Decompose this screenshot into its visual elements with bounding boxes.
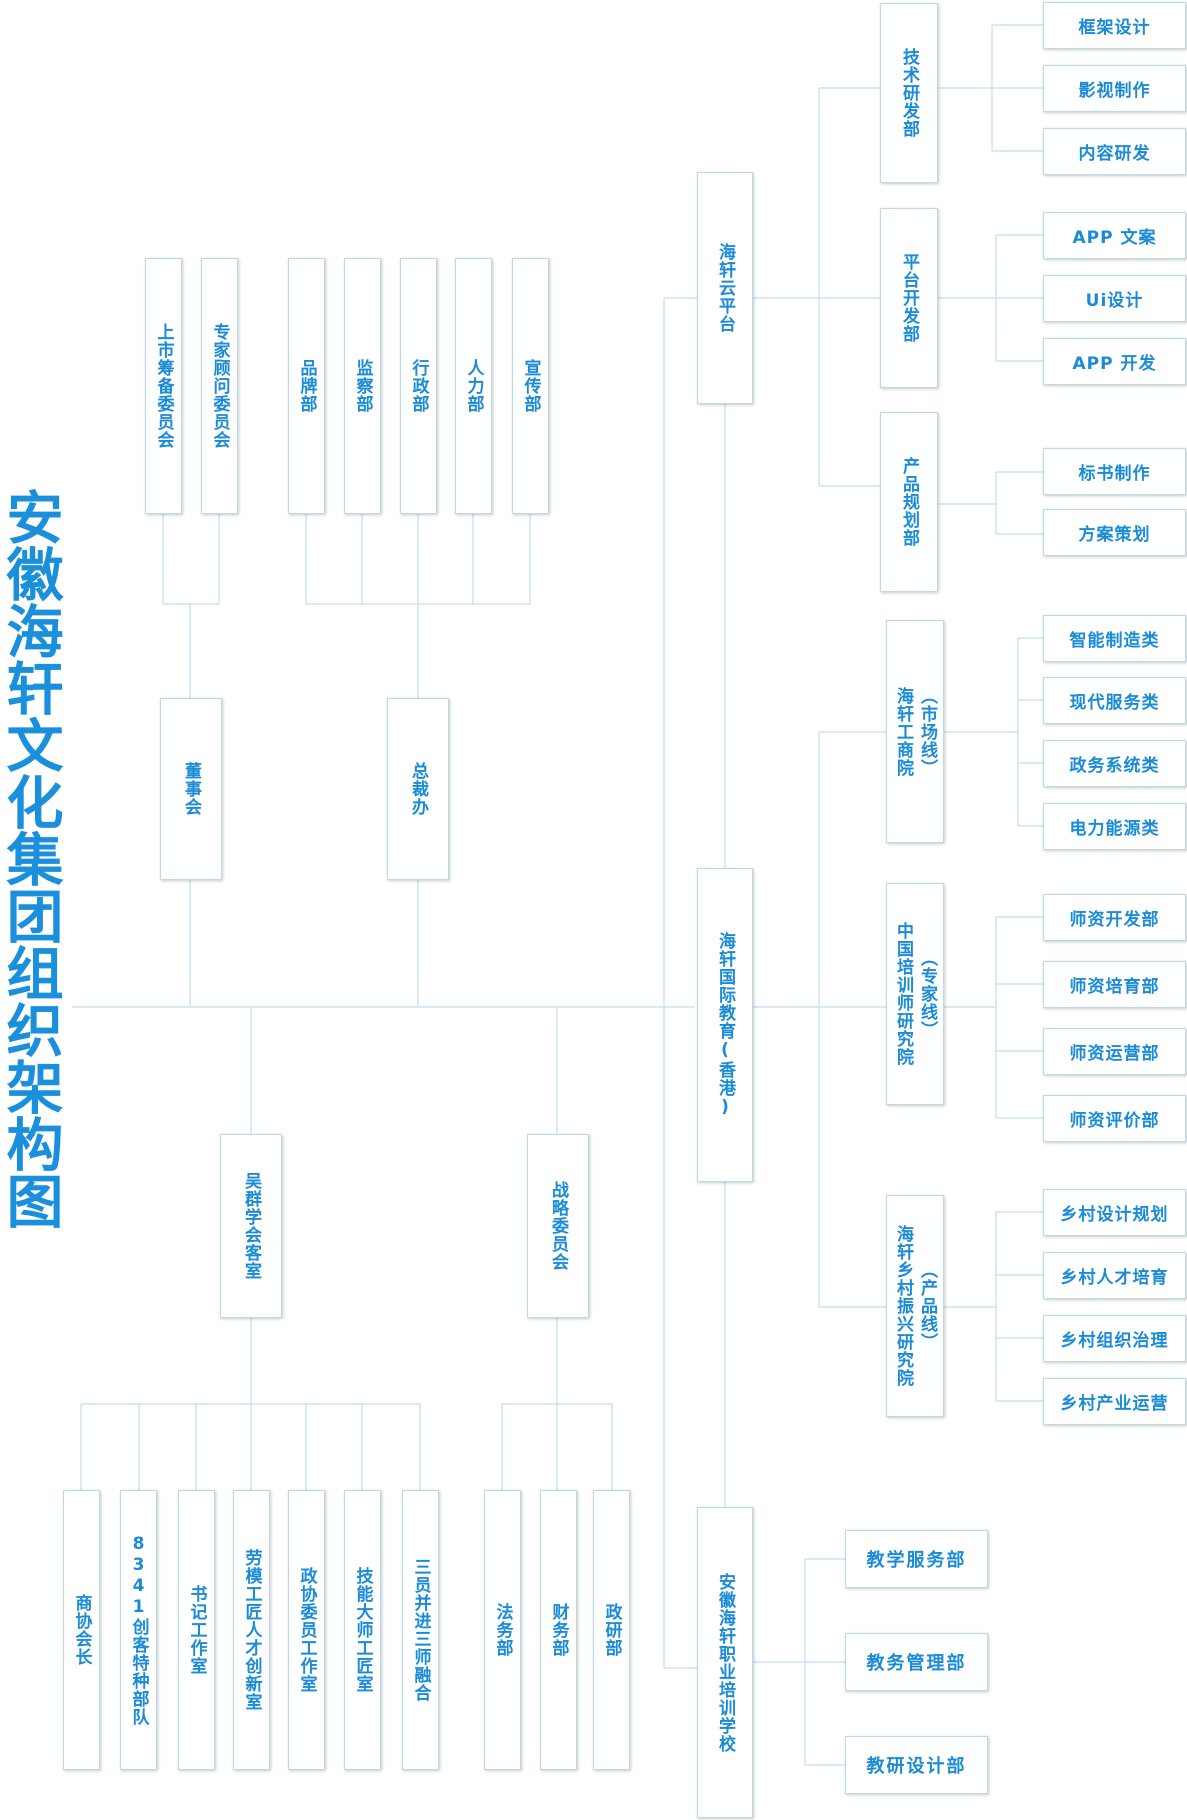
org-box-teaching-research: 教研设计部 [845,1736,988,1794]
org-box-rural-institute: 海轩乡村振兴研究院 （产品线） [886,1195,944,1417]
org-box-teaching-service: 教学服务部 [845,1530,988,1588]
org-box-video-production: 影视制作 [1043,65,1186,112]
org-box-content-rd: 内容研发 [1043,128,1186,175]
org-box-teacher-operations: 师资运营部 [1043,1028,1186,1075]
institute-line: （市场线） [917,686,937,777]
org-box-academic-affairs: 教务管理部 [845,1633,988,1691]
org-box-bid-writing: 标书制作 [1043,448,1186,495]
org-box-teacher-cultivation: 师资培育部 [1043,961,1186,1008]
org-box-government-systems: 政务系统类 [1043,740,1186,787]
org-box-program-planning: 方案策划 [1043,509,1186,556]
org-box-smart-manufacturing: 智能制造类 [1043,615,1186,662]
org-box-tech-rd-dept: 技术研发部 [880,3,938,183]
institute-line: （专家线） [917,949,937,1039]
institute-line: （产品线） [917,1261,937,1351]
org-box-rural-planning: 乡村设计规划 [1043,1189,1186,1236]
org-box-teacher-evaluation: 师资评价部 [1043,1095,1186,1142]
org-box-publicity-dept: 宣传部 [512,258,549,514]
org-box-product-planning-dept: 产品规划部 [880,412,938,592]
org-box-8341-team: 8341创客特种部队 [120,1490,157,1770]
org-box-app-development: APP 开发 [1043,338,1186,385]
org-box-brand-dept: 品牌部 [288,258,325,514]
org-box-cppcc-studio: 政协委员工作室 [288,1490,325,1770]
org-box-legal-dept: 法务部 [484,1490,521,1770]
org-box-wu-qun-room: 吴群学会客室 [220,1134,282,1318]
org-box-intl-education: 海轩国际教育(香港) [697,868,753,1182]
org-box-rural-industry: 乡村产业运营 [1043,1378,1186,1425]
org-box-three-members: 三员并进三师融合 [402,1490,439,1770]
org-box-admin-dept: 行政部 [400,258,437,514]
org-box-skill-master-room: 技能大师工匠室 [344,1490,381,1770]
org-box-expert-committee: 专家顾问委员会 [201,258,238,514]
org-box-strategy-committee: 战略委员会 [527,1134,589,1318]
org-box-finance-dept: 财务部 [540,1490,577,1770]
org-box-president-office: 总裁办 [387,698,449,880]
org-chart-title: 安徽海轩文化集团组织架构图 [0,488,63,1229]
org-box-platform-dev-dept: 平台开发部 [880,208,938,388]
institute-name: 海轩乡村振兴研究院 [893,1225,913,1387]
org-box-power-energy: 电力能源类 [1043,803,1186,850]
org-box-board: 董事会 [160,698,222,880]
org-box-cloud-platform: 海轩云平台 [697,172,753,404]
org-box-business-institute: 海轩工商院 （市场线） [886,620,944,843]
org-box-framework-design: 框架设计 [1043,2,1186,49]
org-box-supervision-dept: 监察部 [344,258,381,514]
org-box-rural-governance: 乡村组织治理 [1043,1315,1186,1362]
org-box-secretary-studio: 书记工作室 [178,1490,215,1770]
org-box-trainer-institute: 中国培训师研究院 （专家线） [886,883,944,1105]
org-box-teacher-development: 师资开发部 [1043,894,1186,941]
org-box-listing-committee: 上市筹备委员会 [145,258,182,514]
org-box-app-copy: APP 文案 [1043,212,1186,259]
org-box-chamber-president: 商协会长 [63,1490,100,1770]
org-box-vocational-school: 安徽海轩职业培训学校 [697,1507,753,1818]
org-box-hr-dept: 人力部 [455,258,492,514]
org-box-rural-talent: 乡村人才培育 [1043,1252,1186,1299]
institute-name: 中国培训师研究院 [893,922,913,1066]
org-box-modern-services: 现代服务类 [1043,677,1186,724]
org-box-ui-design: Ui设计 [1043,275,1186,322]
org-box-model-worker-room: 劳模工匠人才创新室 [233,1490,270,1770]
institute-name: 海轩工商院 [893,686,913,777]
org-box-policy-research-dept: 政研部 [593,1490,630,1770]
